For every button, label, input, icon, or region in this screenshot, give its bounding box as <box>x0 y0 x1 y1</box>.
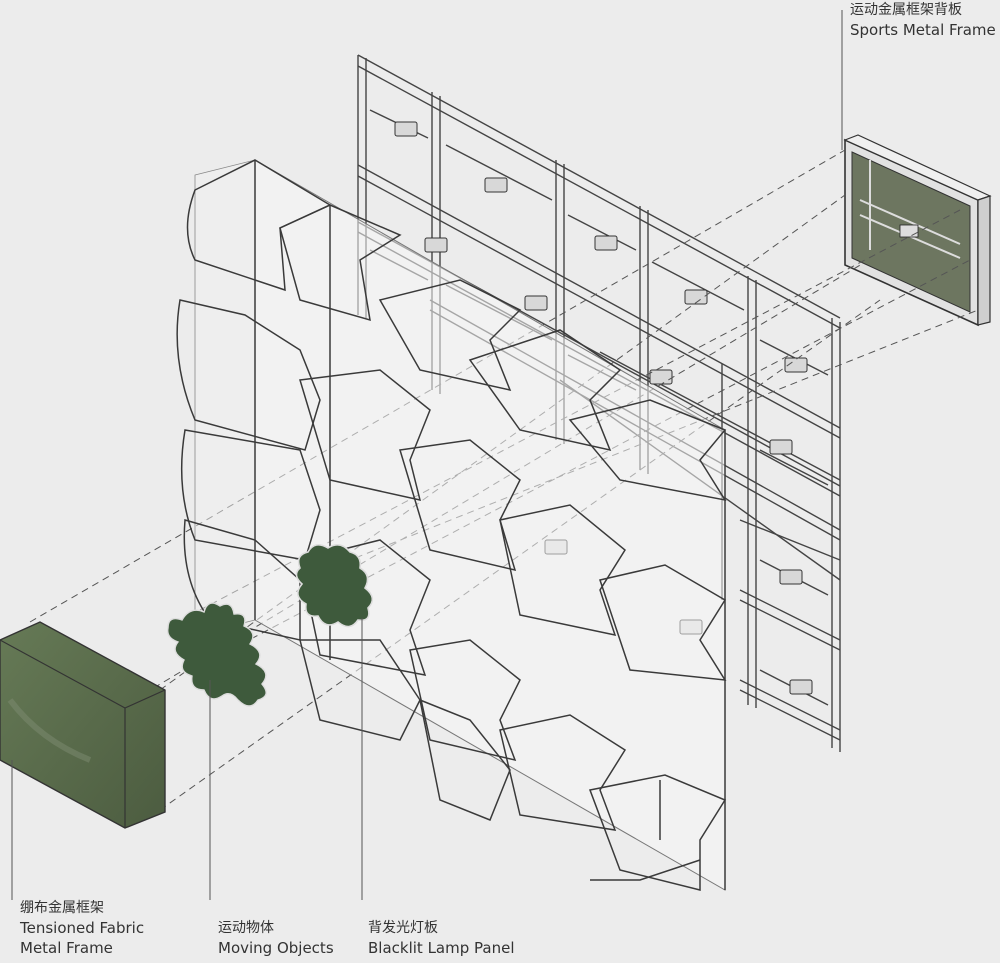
moving-objects <box>167 544 374 707</box>
label-frame-cn: 运动金属框架背板 <box>850 2 962 18</box>
label-moving-cn: 运动物体 <box>218 920 274 936</box>
label-lamp-en: Blacklit Lamp Panel <box>368 939 515 957</box>
leaf-object-small <box>295 544 374 628</box>
backlit-lamp-panel <box>194 159 726 891</box>
faceted-pillow-modules <box>176 159 727 891</box>
label-fabric-en1: Tensioned Fabric <box>20 919 145 937</box>
label-fabric-en2: Metal Frame <box>20 939 113 957</box>
label-tensioned-fabric: 绷布金属框架 Tensioned Fabric Metal Frame <box>20 898 144 958</box>
tensioned-fabric-frame <box>0 621 166 829</box>
label-lamp-cn: 背发光灯板 <box>368 920 438 936</box>
label-moving-en: Moving Objects <box>218 939 334 957</box>
leader-lines <box>11 10 843 900</box>
label-sports-metal-frame: 运动金属框架背板 Sports Metal Frame <box>850 0 996 40</box>
label-backlit-lamp-panel: 背发光灯板 Blacklit Lamp Panel <box>368 918 514 958</box>
leaf-object-large <box>167 602 267 707</box>
label-moving-objects: 运动物体 Moving Objects <box>218 918 334 958</box>
label-fabric-cn: 绷布金属框架 <box>20 900 104 916</box>
label-frame-en: Sports Metal Frame <box>850 21 996 39</box>
frame-module <box>843 134 992 327</box>
